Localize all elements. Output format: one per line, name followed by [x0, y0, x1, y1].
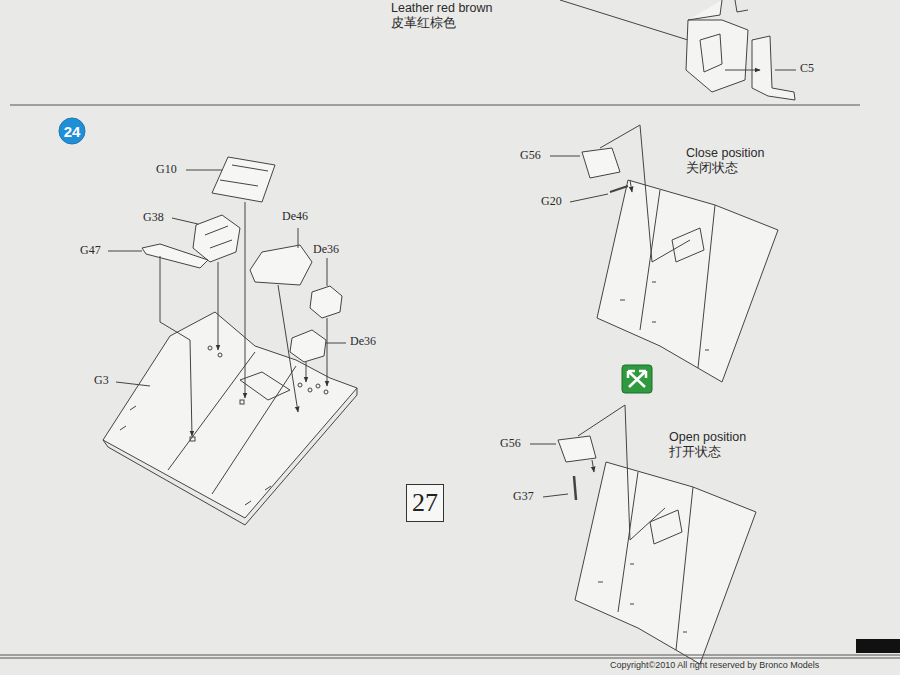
part-number: G56 [520, 149, 541, 163]
part-number: G38 [143, 211, 164, 225]
part-number: C5 [800, 62, 814, 76]
page-number-text: 27 [412, 488, 438, 518]
copyright-note: Copyright©2010 All right reserved by Bro… [610, 660, 819, 670]
step-number: 24 [58, 117, 86, 145]
part-number: G47 [80, 244, 101, 258]
part-number: G3 [94, 374, 109, 388]
position-note: Close position [686, 146, 765, 160]
part-number: De36 [350, 335, 376, 349]
position-note: 关闭状态 [686, 161, 738, 175]
part-number: G37 [513, 490, 534, 504]
step-number-text: 24 [64, 123, 81, 140]
position-note: Open position [669, 430, 746, 444]
part-number: De46 [282, 210, 308, 224]
part-number: G56 [500, 437, 521, 451]
part-number: G20 [541, 195, 562, 209]
paint-name: 皮革红棕色 [391, 16, 456, 30]
part-number: G10 [156, 163, 177, 177]
part-number: De36 [313, 243, 339, 257]
page-number: 27 [406, 484, 444, 522]
position-note: 打开状态 [669, 445, 721, 459]
paint-name: Leather red brown [391, 1, 492, 15]
